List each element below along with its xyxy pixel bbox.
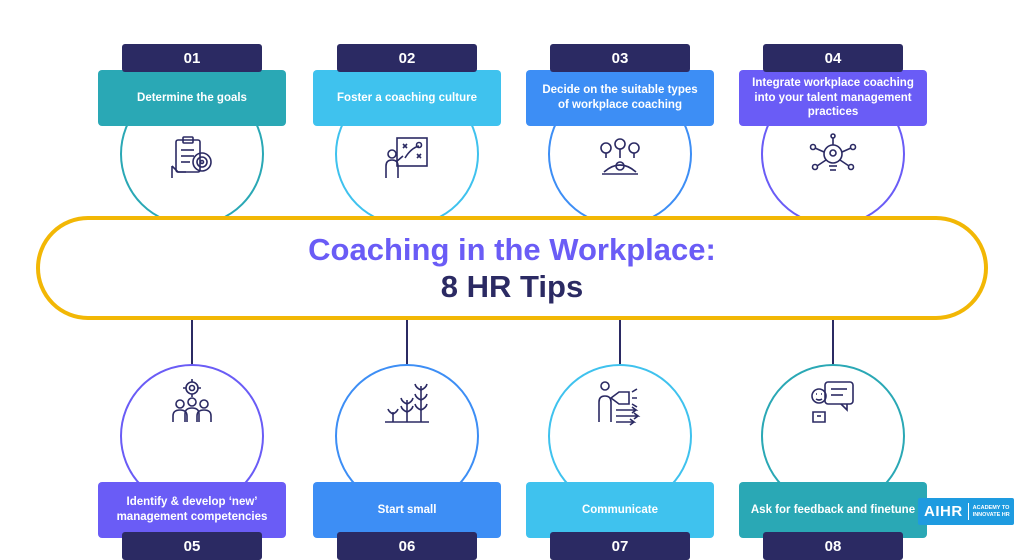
connector-line (619, 320, 621, 372)
tip-label: Determine the goals (98, 70, 286, 126)
logo-subtitle: ACADEMY TO INNOVATE HR (969, 505, 1010, 518)
title-line-2: 8 HR Tips (440, 269, 584, 304)
connector-line (406, 320, 408, 372)
tip-label: Decide on the suitable types of workplac… (526, 70, 714, 126)
tip-label: Start small (313, 482, 501, 538)
connector-line (191, 320, 193, 372)
title-line-1: Coaching in the Workplace: (308, 231, 716, 267)
tip-label: Identify & develop ‘new’ management comp… (98, 482, 286, 538)
lightbulbs-choice-icon (594, 132, 646, 184)
logo-divider (967, 503, 969, 520)
title-banner: Coaching in the Workplace: 8 HR Tips (36, 216, 988, 320)
tip-number: 07 (550, 532, 690, 560)
logo-sub-line-2: INNOVATE HR (972, 511, 1010, 518)
tip-number: 05 (122, 532, 262, 560)
talent-network-bulb-icon (807, 132, 859, 184)
tip-06: Start small 06 (313, 320, 501, 560)
tip-label: Integrate workplace coaching into your t… (739, 70, 927, 126)
tip-03: Decide on the suitable types of workplac… (526, 44, 714, 284)
growing-plants-icon (381, 376, 433, 428)
aihr-logo: AIHR ACADEMY TO INNOVATE HR (918, 498, 1014, 525)
tip-01: Determine the goals 01 (98, 44, 286, 284)
logo-sub-line-1: ACADEMY TO (972, 504, 1010, 511)
tip-number: 02 (337, 44, 477, 72)
tip-number: 01 (122, 44, 262, 72)
tip-07: Communicate 07 (526, 320, 714, 560)
tip-08: Ask for feedback and finetune 08 (739, 320, 927, 560)
feedback-chat-icon (807, 376, 859, 428)
clipboard-target-icon (166, 132, 218, 184)
team-gear-icon (166, 376, 218, 428)
tip-number: 03 (550, 44, 690, 72)
megaphone-arrows-icon (594, 376, 646, 428)
tip-number: 04 (763, 44, 903, 72)
tip-04: Integrate workplace coaching into your t… (739, 44, 927, 284)
tip-02: Foster a coaching culture 02 (313, 44, 501, 284)
tip-label: Foster a coaching culture (313, 70, 501, 126)
connector-line (832, 320, 834, 372)
logo-main-text: AIHR (924, 503, 963, 520)
coach-strategy-board-icon (381, 132, 433, 184)
tip-number: 08 (763, 532, 903, 560)
tip-label: Ask for feedback and finetune (739, 482, 927, 538)
tip-label: Communicate (526, 482, 714, 538)
tip-number: 06 (337, 532, 477, 560)
tip-05: Identify & develop ‘new’ management comp… (98, 320, 286, 560)
